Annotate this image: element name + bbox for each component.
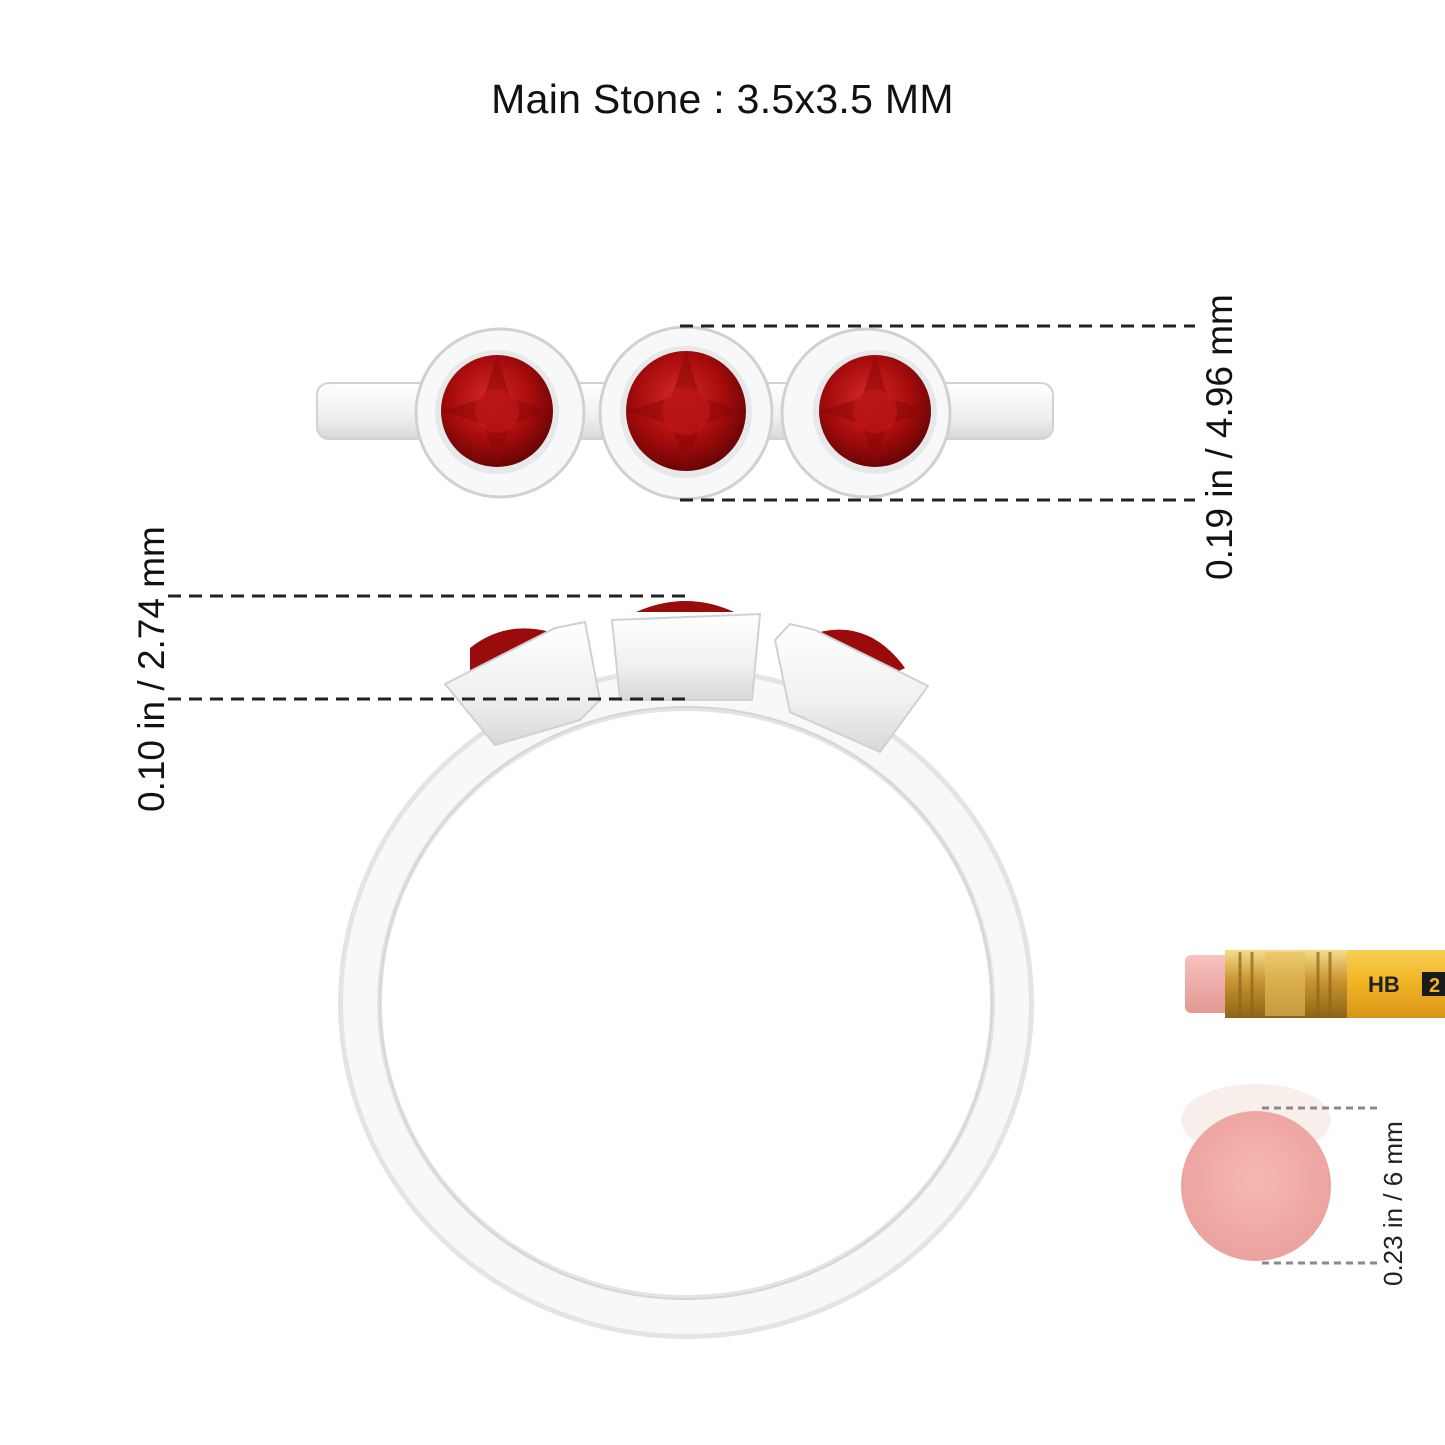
- main-stone-size-title: Main Stone : 3.5x3.5 MM: [491, 76, 954, 122]
- pencil-scale-reference: HB 2: [1185, 950, 1445, 1018]
- bezel-stone-left: [414, 327, 586, 499]
- side-bezel-center: [610, 601, 762, 701]
- pencil-number: 2: [1429, 975, 1440, 997]
- side-bezel-left: [443, 620, 602, 747]
- eraser-dimension-label: 0.23 in / 6 mm: [1378, 1121, 1408, 1286]
- eraser-circle: [1181, 1111, 1331, 1261]
- height-measure-lines: [168, 594, 690, 701]
- ring-side-view: [338, 601, 1034, 1339]
- eraser-measure-lines: [1262, 1106, 1378, 1265]
- width-measure-lines: [680, 324, 1195, 502]
- eraser-top-view: [1181, 1084, 1331, 1261]
- bezel-stone-right: [780, 327, 952, 499]
- ring-top-view: [316, 325, 1054, 501]
- pencil-grade: HB: [1368, 972, 1400, 997]
- width-dimension-label: 0.19 in / 4.96 mm: [1199, 294, 1240, 580]
- side-bezel-right: [773, 622, 930, 754]
- bezel-stone-center: [598, 325, 774, 501]
- height-dimension-label: 0.10 in / 2.74 mm: [131, 526, 172, 812]
- pencil-eraser: [1185, 955, 1230, 1013]
